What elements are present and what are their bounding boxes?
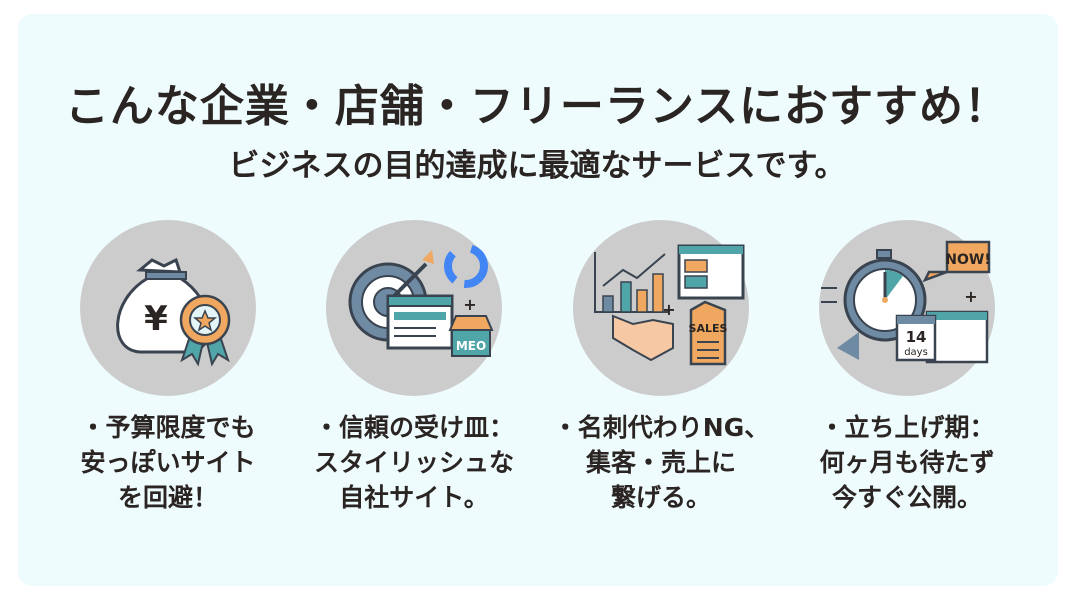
svg-text:14: 14 xyxy=(906,328,927,346)
svg-text:MEO: MEO xyxy=(456,339,486,353)
card-caption: ・立ち上げ期：何ヶ月も待たず今すぐ公開。 xyxy=(819,413,995,512)
growth-chart-handshake-sales-icon: + SALES xyxy=(573,220,749,396)
svg-text:+: + xyxy=(662,300,675,319)
svg-text:¥: ¥ xyxy=(144,299,168,339)
page-subtitle: ビジネスの目的達成に最適なサービスです。 xyxy=(228,148,846,184)
svg-text:+: + xyxy=(463,295,476,314)
svg-text:SALES: SALES xyxy=(689,322,728,335)
card-caption: ・予算限度でも安っぽいサイトを回避！ xyxy=(80,413,256,512)
card-caption: ・名刺代わりNG、集客・売上に繋げる。 xyxy=(552,413,770,512)
page-title: こんな企業・店舗・フリーランスにおすすめ！ xyxy=(64,81,1010,132)
svg-text:days: days xyxy=(904,347,928,358)
card-caption: ・信頼の受け皿：スタイリッシュな自社サイト。 xyxy=(313,413,514,512)
svg-text:NOW!: NOW! xyxy=(945,252,990,268)
money-bag-award-icon: ¥ xyxy=(80,220,256,396)
target-google-meo-icon: + MEO xyxy=(326,220,502,396)
svg-text:+: + xyxy=(964,287,977,306)
stopwatch-calendar-now-icon: NOW! + 14 days xyxy=(819,220,995,396)
